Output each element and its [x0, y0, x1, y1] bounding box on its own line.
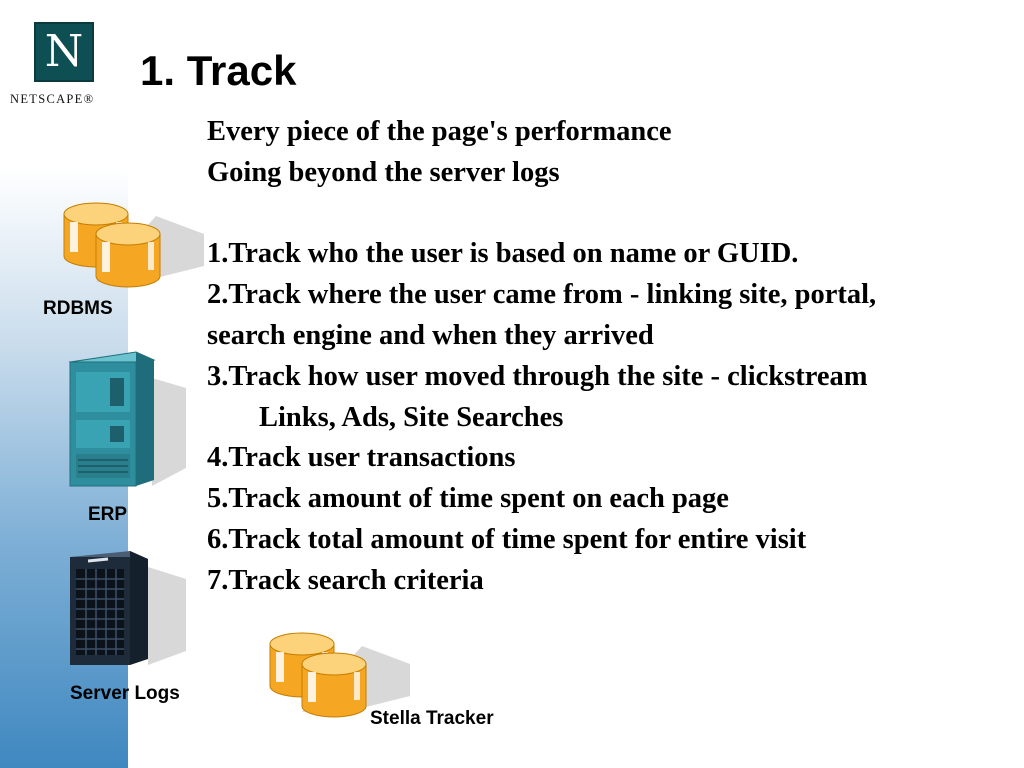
database-icon	[63, 202, 204, 288]
body-line: 2.Track where the user came from - linki…	[207, 279, 877, 311]
slide-body: Every piece of the page's performance Go…	[207, 112, 1019, 602]
stella-tracker-label: Stella Tracker	[370, 708, 494, 729]
netscape-wordmark: NETSCAPE®	[10, 92, 95, 106]
body-line: search engine and when they arrived	[207, 319, 654, 351]
body-blank-line	[207, 194, 1019, 235]
server-tower-icon	[68, 351, 186, 487]
netscape-logo: N NETSCAPE®	[10, 22, 126, 114]
database-icon	[269, 632, 410, 718]
rdbms-label: RDBMS	[43, 298, 113, 319]
server-logs-label: Server Logs	[70, 683, 180, 704]
body-line: 7.Track search criteria	[207, 564, 484, 596]
body-line: Links, Ads, Site Searches	[259, 401, 564, 433]
body-line: 1.Track who the user is based on name or…	[207, 238, 799, 270]
body-line: 3.Track how user moved through the site …	[207, 360, 868, 392]
erp-label: ERP	[88, 504, 128, 525]
body-line: 5.Track amount of time spent on each pag…	[207, 483, 729, 515]
body-line: Going beyond the server logs	[207, 156, 560, 188]
body-line: 4.Track user transactions	[207, 442, 516, 474]
body-line: Every piece of the page's performance	[207, 116, 672, 147]
server-rack-icon	[70, 551, 186, 665]
slide-title: 1. Track	[140, 47, 297, 94]
body-line: 6.Track total amount of time spent for e…	[207, 523, 807, 555]
netscape-n-icon: N	[34, 22, 94, 82]
